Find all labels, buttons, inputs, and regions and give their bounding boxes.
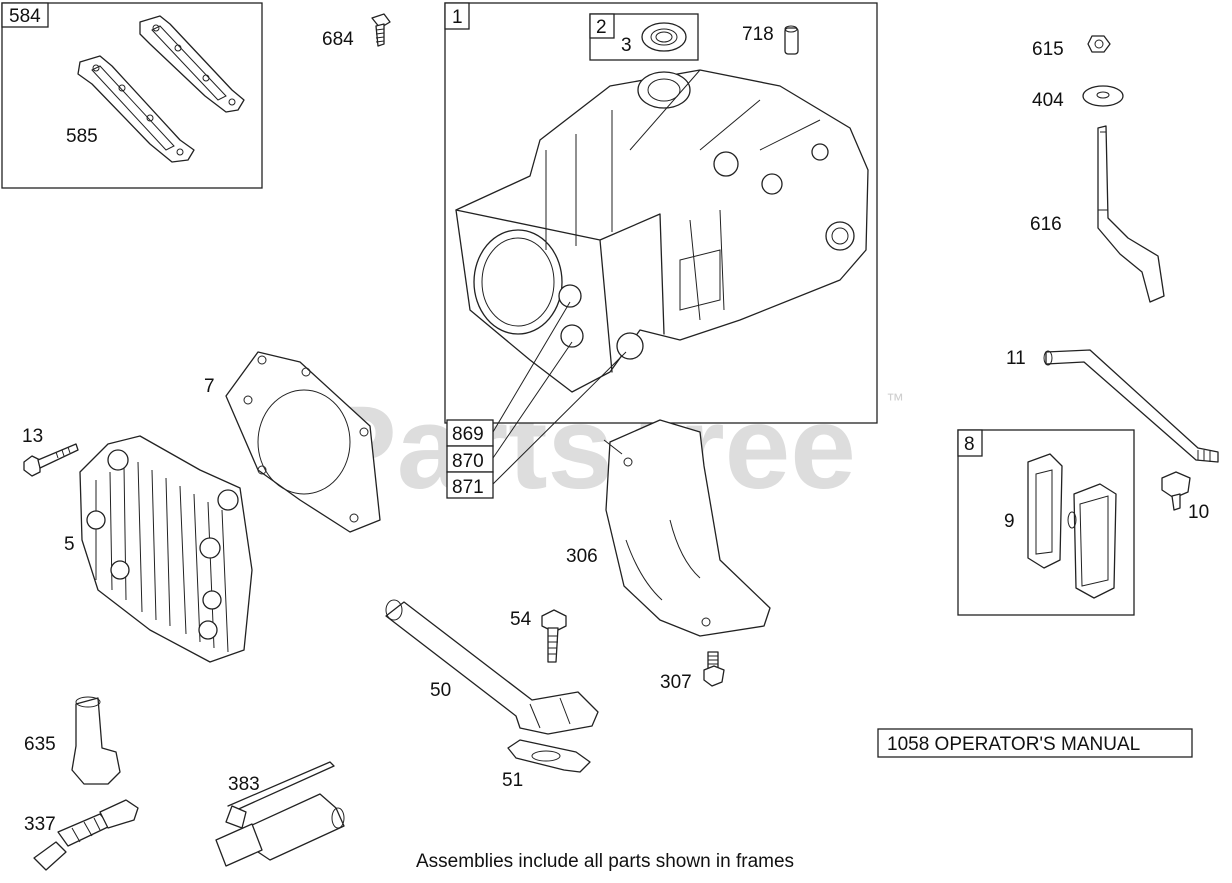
dipstick-tube-11[interactable] bbox=[1043, 349, 1219, 463]
cylinder-head-5[interactable] bbox=[79, 435, 253, 663]
manual-note-box bbox=[877, 728, 1193, 758]
part-label-5[interactable]: 5 bbox=[64, 534, 75, 555]
part-label-615[interactable]: 615 bbox=[1032, 39, 1064, 60]
part-label-8[interactable]: 8 bbox=[964, 434, 975, 455]
nut-615[interactable] bbox=[1087, 35, 1111, 53]
label-box-1 bbox=[444, 2, 470, 30]
part-label-871[interactable]: 871 bbox=[452, 477, 484, 498]
part-label-585[interactable]: 585 bbox=[66, 126, 98, 147]
part-label-684[interactable]: 684 bbox=[322, 29, 354, 50]
cylinder-shield-306[interactable] bbox=[603, 419, 771, 637]
watermark-trademark: ™ bbox=[886, 390, 904, 410]
cylinder-block[interactable] bbox=[455, 69, 869, 393]
valve-cover-gasket-upper[interactable] bbox=[139, 15, 245, 113]
washer-404[interactable] bbox=[1082, 85, 1124, 107]
part-label-1[interactable]: 1 bbox=[452, 7, 463, 28]
intake-manifold-50[interactable] bbox=[385, 599, 599, 735]
part-label-51[interactable]: 51 bbox=[502, 770, 523, 791]
part-label-337[interactable]: 337 bbox=[24, 814, 56, 835]
screw-307[interactable] bbox=[703, 651, 725, 687]
valve-cover-gasket-lower[interactable] bbox=[77, 55, 195, 163]
dowel-pin-718[interactable] bbox=[784, 25, 799, 55]
label-box-584 bbox=[1, 2, 49, 28]
part-label-54[interactable]: 54 bbox=[510, 609, 532, 630]
spark-plug-wrench-383[interactable] bbox=[215, 761, 345, 867]
part-label-7[interactable]: 7 bbox=[204, 376, 215, 397]
bolt-54[interactable] bbox=[541, 609, 567, 663]
part-label-870[interactable]: 870 bbox=[452, 451, 484, 472]
spark-plug-boot-635[interactable] bbox=[71, 696, 121, 785]
cylinder-head-gasket-7[interactable] bbox=[225, 351, 381, 533]
head-bolt-13[interactable] bbox=[23, 443, 79, 477]
spark-plug-337[interactable] bbox=[33, 799, 139, 871]
part-label-584[interactable]: 584 bbox=[9, 6, 41, 27]
manual-note-text[interactable]: 1058 OPERATOR'S MANUAL bbox=[887, 734, 1140, 755]
part-label-9[interactable]: 9 bbox=[1004, 511, 1015, 532]
part-label-3[interactable]: 3 bbox=[621, 35, 632, 56]
part-label-383[interactable]: 383 bbox=[228, 774, 260, 795]
part-label-616[interactable]: 616 bbox=[1030, 214, 1062, 235]
screw-10[interactable] bbox=[1161, 471, 1191, 511]
part-label-718[interactable]: 718 bbox=[742, 24, 774, 45]
part-label-13[interactable]: 13 bbox=[22, 426, 43, 447]
part-label-10[interactable]: 10 bbox=[1188, 502, 1209, 523]
label-box-8 bbox=[957, 429, 983, 457]
part-label-635[interactable]: 635 bbox=[24, 734, 56, 755]
part-label-50[interactable]: 50 bbox=[430, 680, 451, 701]
label-box-871 bbox=[446, 471, 494, 499]
part-label-11[interactable]: 11 bbox=[1006, 348, 1026, 369]
part-label-307[interactable]: 307 bbox=[660, 672, 692, 693]
breather-cover-9[interactable] bbox=[1067, 483, 1117, 599]
governor-lever-616[interactable] bbox=[1097, 125, 1165, 303]
part-label-306[interactable]: 306 bbox=[566, 546, 598, 567]
part-label-2[interactable]: 2 bbox=[596, 17, 607, 38]
dowel-label-stack: 869 870 871 bbox=[446, 301, 627, 499]
breather-gasket-9[interactable] bbox=[1027, 453, 1063, 569]
label-box-2 bbox=[589, 13, 615, 39]
intake-gasket-51[interactable] bbox=[507, 739, 591, 773]
bolt-684[interactable] bbox=[371, 13, 391, 47]
part-label-404[interactable]: 404 bbox=[1032, 90, 1064, 111]
footer-note: Assemblies include all parts shown in fr… bbox=[416, 851, 794, 872]
oil-seal-3[interactable] bbox=[641, 22, 687, 52]
part-label-869[interactable]: 869 bbox=[452, 424, 484, 445]
